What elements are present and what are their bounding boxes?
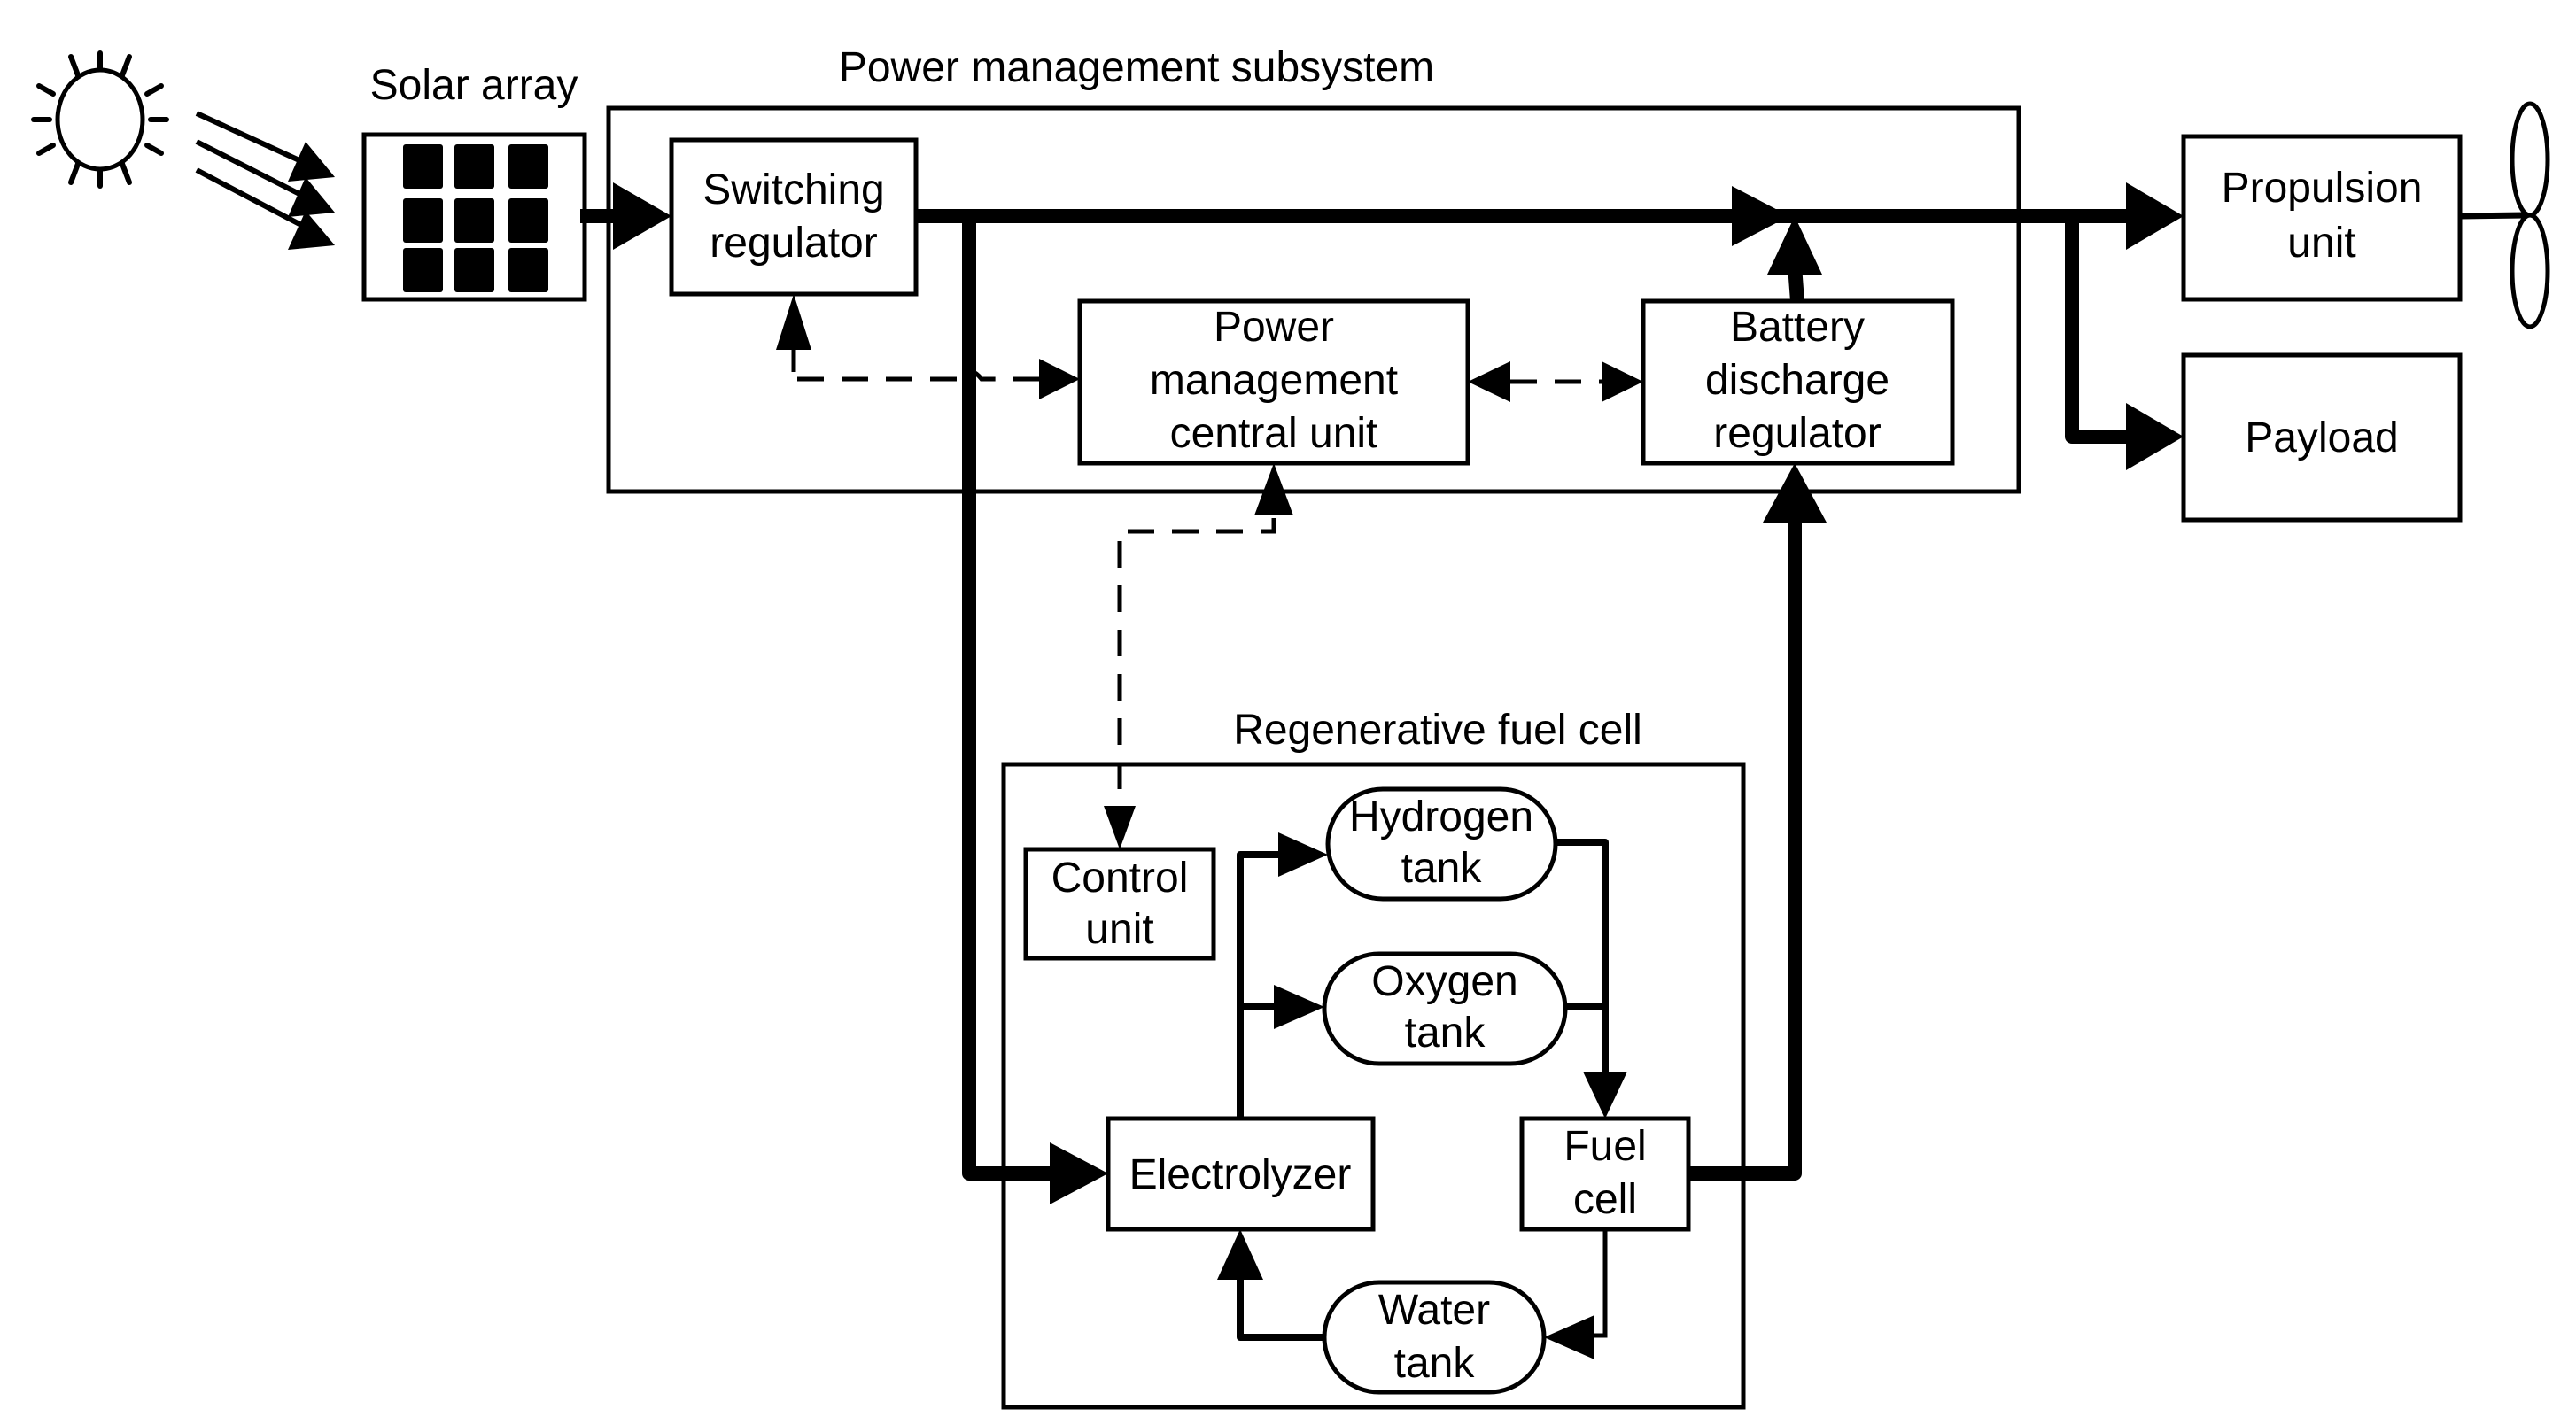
svg-text:Oxygen: Oxygen <box>1371 958 1517 1005</box>
control-unit-block: Control unit <box>1023 847 1216 961</box>
svg-text:tank: tank <box>1401 845 1483 892</box>
svg-text:Hydrogen: Hydrogen <box>1349 794 1533 840</box>
oxygen-tank-block: Oxygen tank <box>1322 951 1568 1066</box>
power-management-central-unit-block: Power management central unit <box>1077 298 1470 466</box>
power-management-subsystem-title: Power management subsystem <box>839 44 1434 91</box>
svg-text:management: management <box>1150 357 1398 404</box>
sun-icon <box>31 50 169 189</box>
svg-text:regulator: regulator <box>1713 410 1881 457</box>
sun-ray-arrows <box>195 111 335 250</box>
svg-text:Battery: Battery <box>1730 304 1865 351</box>
regenerative-fuel-cell-frame <box>1001 762 1746 1410</box>
water-tank-block: Water tank <box>1322 1280 1547 1395</box>
svg-text:central unit: central unit <box>1170 410 1378 457</box>
solar-array-label: Solar array <box>370 62 578 109</box>
electrolyzer-block: Electrolyzer <box>1106 1116 1376 1232</box>
solar-panel-icon <box>361 132 587 302</box>
svg-text:Electrolyzer: Electrolyzer <box>1129 1151 1352 1198</box>
svg-text:regulator: regulator <box>710 220 877 267</box>
switching-regulator-block: Switching regulator <box>669 137 919 297</box>
hydrogen-tank-block: Hydrogen tank <box>1325 786 1558 902</box>
svg-text:unit: unit <box>2287 220 2355 267</box>
svg-text:tank: tank <box>1394 1340 1476 1387</box>
svg-text:cell: cell <box>1573 1176 1637 1223</box>
svg-text:Control: Control <box>1051 855 1189 902</box>
fuel-cell-flow-lines <box>1217 832 1627 1359</box>
regenerative-fuel-cell-title: Regenerative fuel cell <box>1233 707 1642 754</box>
propeller-icon <box>2459 101 2550 329</box>
battery-discharge-regulator-block: Battery discharge regulator <box>1641 298 1955 466</box>
control-signal-lines <box>776 294 1643 849</box>
svg-text:unit: unit <box>1085 906 1153 953</box>
svg-text:Power: Power <box>1214 304 1334 351</box>
svg-text:discharge: discharge <box>1705 357 1889 404</box>
power-management-subsystem-frame <box>606 105 2021 494</box>
fuel-cell-block: Fuel cell <box>1519 1116 1691 1232</box>
payload-block: Payload <box>2181 352 2463 523</box>
power-bus-lines <box>580 182 2184 1204</box>
svg-text:tank: tank <box>1405 1010 1486 1057</box>
svg-text:Water: Water <box>1378 1287 1490 1334</box>
svg-text:Switching: Switching <box>702 166 884 213</box>
svg-text:Propulsion: Propulsion <box>2222 165 2423 212</box>
svg-text:Fuel: Fuel <box>1563 1123 1646 1170</box>
svg-text:Payload: Payload <box>2245 414 2398 461</box>
propulsion-unit-block: Propulsion unit <box>2181 134 2463 302</box>
